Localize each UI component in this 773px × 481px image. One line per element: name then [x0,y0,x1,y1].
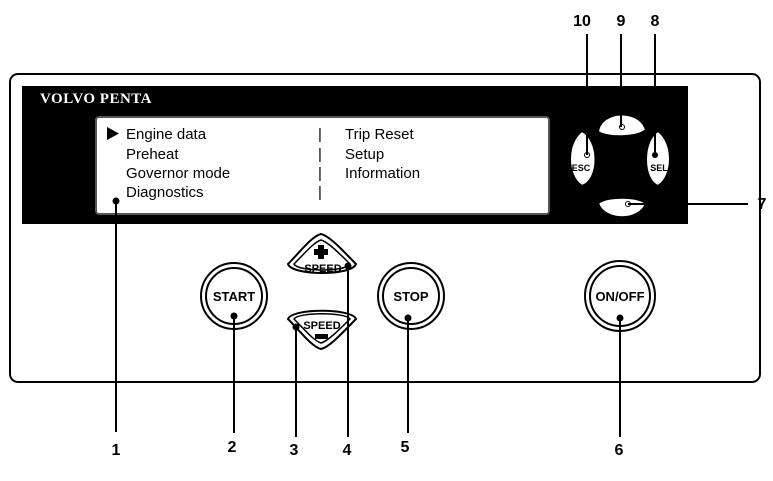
sel-button[interactable]: SEL [645,129,671,188]
callout-2: 2 [228,439,237,456]
menu-item-governor-mode[interactable]: Governor mode [126,165,230,182]
callout-9: 9 [617,13,626,30]
on-off-label: ON/OFF [595,289,644,304]
menu-item-trip-reset[interactable]: Trip Reset [345,126,414,143]
stop-label: STOP [393,289,428,304]
menu-item-preheat[interactable]: Preheat [126,146,179,163]
leader-dot-6 [616,314,624,322]
leader-dot-5 [404,314,412,322]
leader-dot-3 [292,323,300,331]
callout-4: 4 [343,442,352,459]
callout-1: 1 [112,442,121,459]
lcd-screen [95,116,550,215]
leader-dot-2 [230,312,238,320]
menu-item-engine-data[interactable]: Engine data [126,126,207,143]
callout-7: 7 [758,196,767,213]
speed-up-button[interactable]: SPEED [286,232,358,275]
speed-down-label: SPEED [303,320,340,332]
sel-label: SEL [650,163,668,173]
on-off-button[interactable]: ON/OFF [584,260,656,332]
menu-item-setup[interactable]: Setup [345,146,384,163]
callout-10: 10 [573,13,591,30]
callout-5: 5 [401,439,410,456]
leader-dot-1 [112,197,120,205]
menu-separator: | [318,126,322,143]
minus-icon [315,334,328,339]
menu-cursor-icon [107,127,119,140]
callout-6: 6 [615,442,624,459]
menu-item-information[interactable]: Information [345,165,420,182]
esc-label: ESC [572,163,591,173]
callout-8: 8 [651,13,660,30]
menu-separator: | [318,165,322,182]
brand-logo: VOLVO PENTA [40,91,152,107]
stop-button[interactable]: STOP [377,262,445,330]
menu-separator: | [318,184,322,201]
speed-up-label: SPEED [304,263,341,275]
menu-separator: | [318,146,322,163]
leader-dot-4 [344,262,352,270]
speed-down-button[interactable]: SPEED [286,309,358,351]
start-label: START [213,289,255,304]
leader-dot-8 [652,152,658,158]
menu-item-diagnostics[interactable]: Diagnostics [126,184,204,201]
callout-3: 3 [290,442,299,459]
plus-icon [314,245,328,259]
